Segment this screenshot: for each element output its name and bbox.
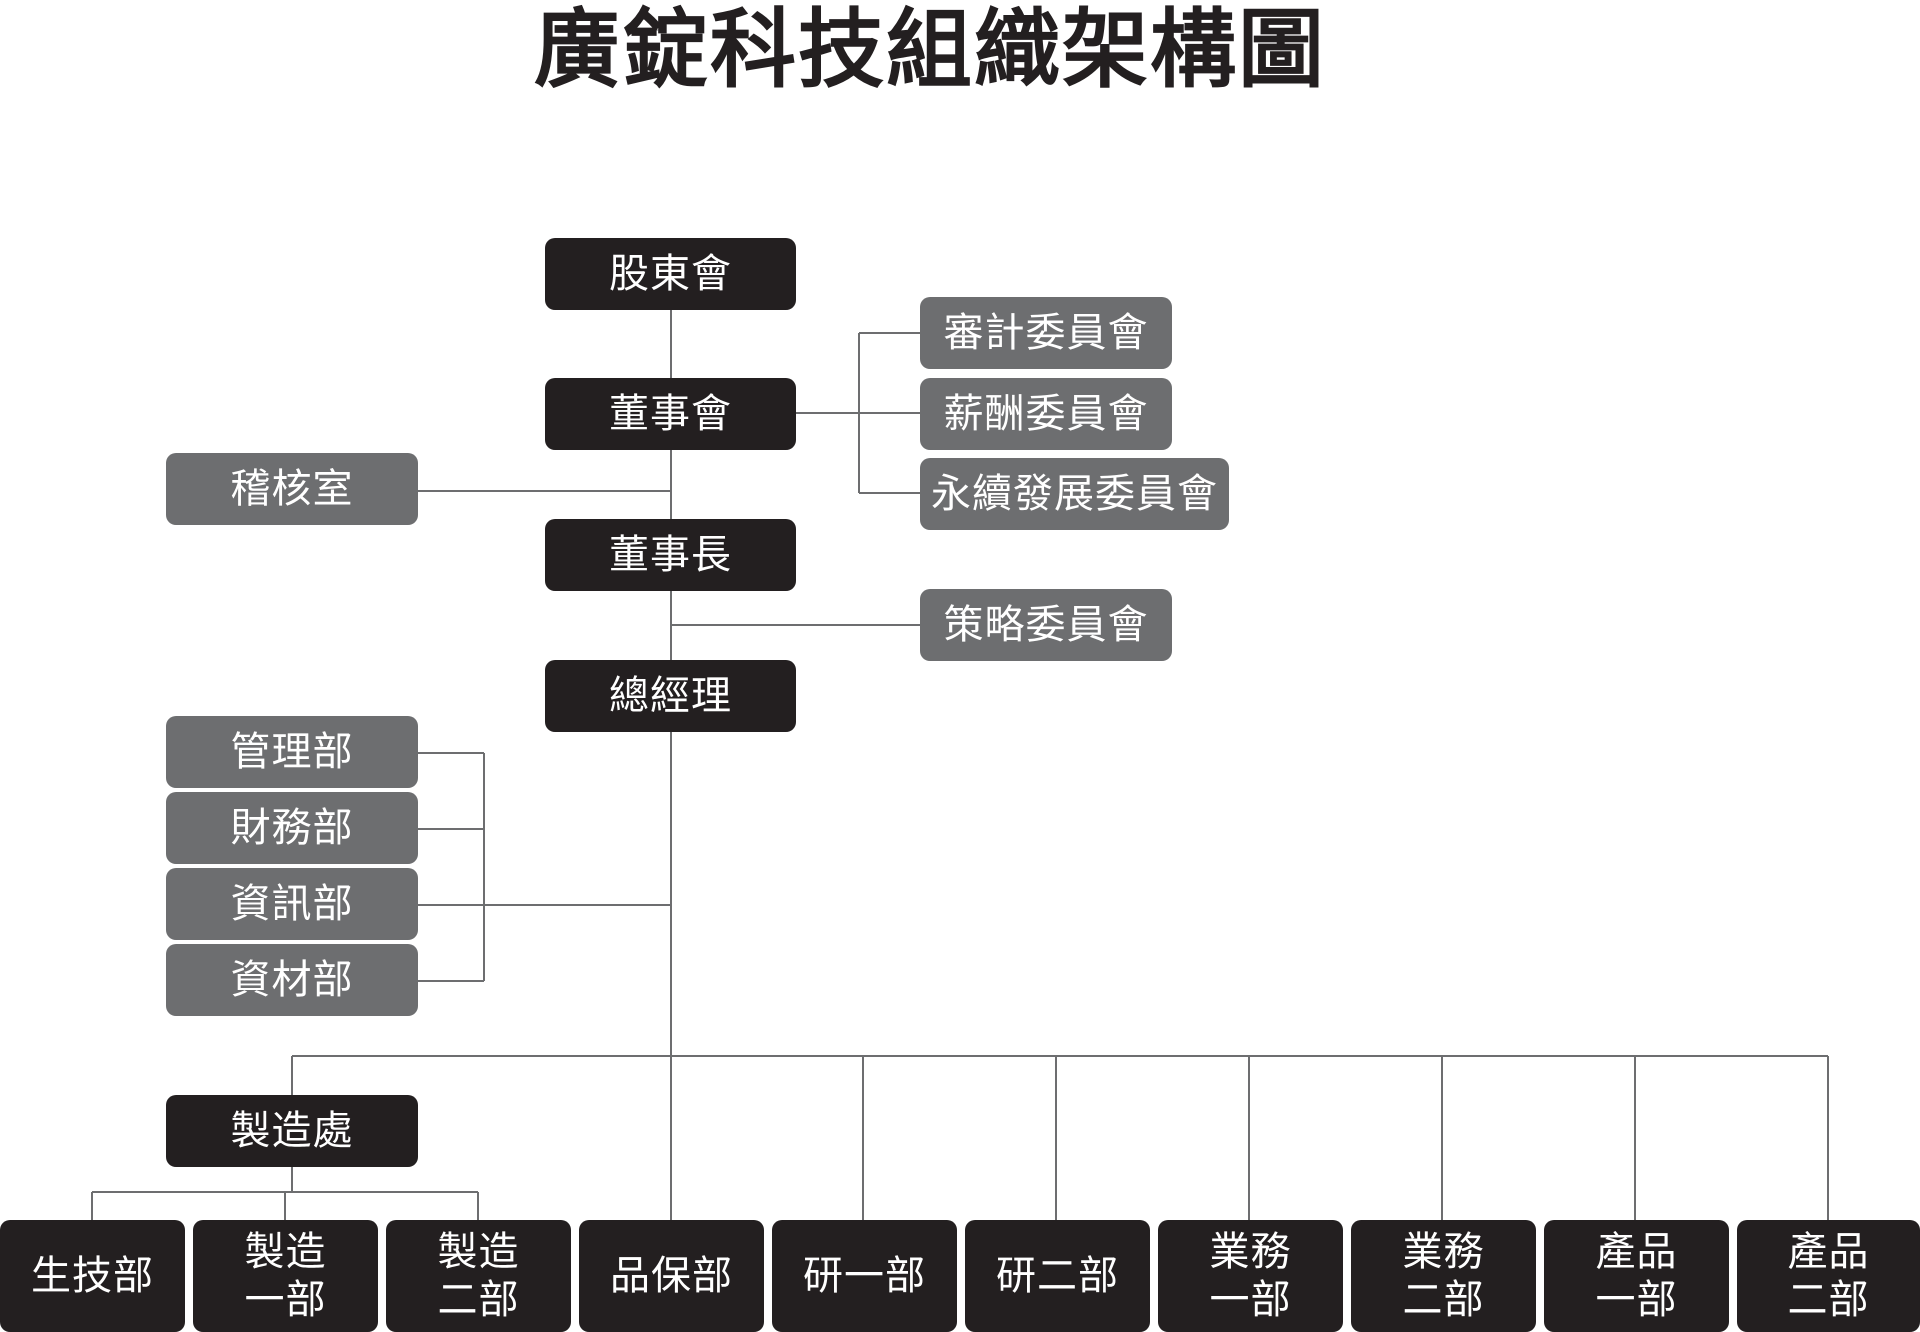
audit-office-box: 稽核室	[166, 453, 418, 525]
shareholders-label: 股東會	[609, 251, 732, 297]
chairman-label: 董事長	[609, 532, 732, 578]
admin-dept-box: 管理部	[166, 716, 418, 788]
audit-committee-box: 審計委員會	[920, 297, 1172, 369]
rd-2-box: 研二部	[965, 1220, 1150, 1332]
production-tech-dept-label: 生技部	[31, 1253, 154, 1299]
sales-1-label: 業務 一部	[1209, 1229, 1292, 1323]
manufacturing-division-label: 製造處	[230, 1108, 354, 1154]
it-dept-box: 資訊部	[166, 868, 418, 940]
sales-2-box: 業務 二部	[1351, 1220, 1536, 1332]
shareholders-box: 股東會	[545, 238, 796, 310]
strategy-committee-box: 策略委員會	[920, 589, 1172, 661]
qa-dept-label: 品保部	[610, 1253, 733, 1299]
sustainability-committee-box: 永續發展委員會	[920, 458, 1229, 530]
page-title: 廣錠科技組織架構圖	[534, 0, 1326, 100]
board-label: 董事會	[609, 391, 732, 437]
manufacturing-2-box: 製造 二部	[386, 1220, 571, 1332]
general-manager-label: 總經理	[609, 673, 732, 719]
product-2-label: 產品 二部	[1787, 1229, 1870, 1323]
admin-dept-label: 管理部	[230, 729, 354, 775]
chairman-box: 董事長	[545, 519, 796, 591]
compensation-committee-label: 薪酬委員會	[943, 391, 1149, 437]
it-dept-label: 資訊部	[230, 881, 354, 927]
rd-2-label: 研二部	[996, 1253, 1119, 1299]
manufacturing-2-label: 製造 二部	[437, 1229, 520, 1323]
general-manager-box: 總經理	[545, 660, 796, 732]
finance-dept-box: 財務部	[166, 792, 418, 864]
materials-dept-label: 資材部	[230, 957, 354, 1003]
manufacturing-division-box: 製造處	[166, 1095, 418, 1167]
manufacturing-1-box: 製造 一部	[193, 1220, 378, 1332]
production-tech-dept-box: 生技部	[0, 1220, 185, 1332]
audit-committee-label: 審計委員會	[943, 310, 1149, 356]
strategy-committee-label: 策略委員會	[943, 602, 1149, 648]
qa-dept-box: 品保部	[579, 1220, 764, 1332]
board-box: 董事會	[545, 378, 796, 450]
compensation-committee-box: 薪酬委員會	[920, 378, 1172, 450]
product-1-box: 產品 一部	[1544, 1220, 1729, 1332]
materials-dept-box: 資材部	[166, 944, 418, 1016]
product-2-box: 產品 二部	[1737, 1220, 1920, 1332]
finance-dept-label: 財務部	[230, 805, 354, 851]
rd-1-box: 研一部	[772, 1220, 957, 1332]
sales-1-box: 業務 一部	[1158, 1220, 1343, 1332]
sales-2-label: 業務 二部	[1402, 1229, 1485, 1323]
manufacturing-1-label: 製造 一部	[244, 1229, 327, 1323]
product-1-label: 產品 一部	[1595, 1229, 1678, 1323]
sustainability-committee-label: 永續發展委員會	[931, 471, 1218, 517]
rd-1-label: 研一部	[803, 1253, 926, 1299]
audit-office-label: 稽核室	[230, 466, 354, 512]
